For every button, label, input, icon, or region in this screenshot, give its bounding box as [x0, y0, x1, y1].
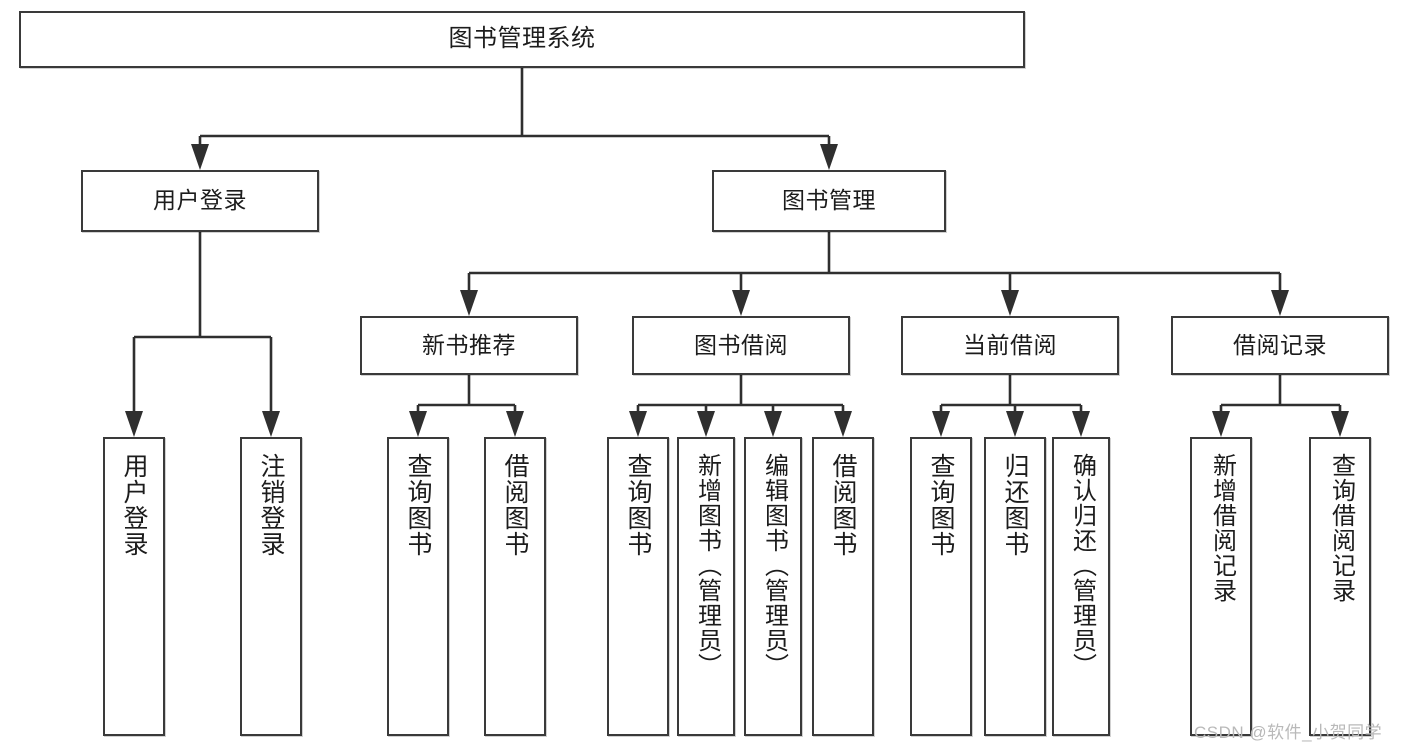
- csdn-watermark: CSDN @软件_小贺同学: [1194, 723, 1383, 742]
- node-label: 用户登录: [153, 187, 247, 214]
- arrow-head-icon: [1271, 290, 1289, 316]
- arrow-head-icon: [1006, 411, 1024, 437]
- node-leaf-user-login[interactable]: 用户登录: [103, 437, 165, 736]
- node-leaf-borrow-add[interactable]: 新增图书（管理员）: [677, 437, 735, 736]
- node-label: 借阅记录: [1233, 331, 1327, 358]
- node-current-borrow[interactable]: 当前借阅: [901, 316, 1119, 375]
- node-root[interactable]: 图书管理系统: [19, 11, 1025, 68]
- node-label: 新增图书（管理员）: [693, 453, 721, 678]
- arrow-head-icon: [125, 411, 143, 437]
- node-book-manage[interactable]: 图书管理: [712, 170, 946, 232]
- arrow-head-icon: [409, 411, 427, 437]
- node-label: 图书管理: [782, 187, 876, 214]
- arrow-head-icon: [262, 411, 280, 437]
- arrow-head-icon: [834, 411, 852, 437]
- node-label: 归还图书: [1001, 453, 1029, 557]
- node-leaf-rec-borrow[interactable]: 借阅图书: [484, 437, 546, 736]
- node-label: 用户登录: [120, 453, 148, 557]
- node-label: 查询图书: [927, 453, 955, 557]
- arrow-head-icon: [932, 411, 950, 437]
- arrow-head-icon: [1331, 411, 1349, 437]
- arrow-head-icon: [697, 411, 715, 437]
- node-leaf-user-logout[interactable]: 注销登录: [240, 437, 302, 736]
- node-user-login[interactable]: 用户登录: [81, 170, 319, 232]
- node-label: 借阅图书: [829, 453, 857, 557]
- node-label: 查询借阅记录: [1327, 453, 1355, 603]
- node-leaf-borrow-edit[interactable]: 编辑图书（管理员）: [744, 437, 802, 736]
- node-label: 图书借阅: [694, 331, 788, 358]
- node-label: 借阅图书: [501, 453, 529, 557]
- arrow-head-icon: [629, 411, 647, 437]
- arrow-head-icon: [732, 290, 750, 316]
- node-leaf-cur-query[interactable]: 查询图书: [910, 437, 972, 736]
- node-book-borrow[interactable]: 图书借阅: [632, 316, 850, 375]
- node-leaf-rec-add[interactable]: 新增借阅记录: [1190, 437, 1252, 736]
- arrow-head-icon: [506, 411, 524, 437]
- node-label: 编辑图书（管理员）: [760, 453, 788, 678]
- arrow-head-icon: [1212, 411, 1230, 437]
- node-leaf-borrow-query[interactable]: 查询图书: [607, 437, 669, 736]
- node-label: 图书管理系统: [448, 25, 596, 53]
- node-label: 新增借阅记录: [1208, 453, 1236, 603]
- node-leaf-borrow-lend[interactable]: 借阅图书: [812, 437, 874, 736]
- arrow-head-icon: [1001, 290, 1019, 316]
- arrow-head-icon: [1072, 411, 1090, 437]
- node-leaf-rec-query[interactable]: 查询图书: [387, 437, 449, 736]
- node-leaf-cur-confirm[interactable]: 确认归还（管理员）: [1052, 437, 1110, 736]
- node-label: 确认归还（管理员）: [1068, 453, 1096, 678]
- arrow-head-icon: [191, 144, 209, 170]
- node-leaf-rec-query2[interactable]: 查询借阅记录: [1309, 437, 1371, 736]
- node-label: 新书推荐: [422, 331, 516, 358]
- node-label: 当前借阅: [963, 331, 1057, 358]
- node-label: 注销登录: [257, 453, 285, 557]
- node-label: 查询图书: [624, 453, 652, 557]
- arrow-head-icon: [460, 290, 478, 316]
- arrow-head-icon: [820, 144, 838, 170]
- node-leaf-cur-return[interactable]: 归还图书: [984, 437, 1046, 736]
- node-label: 查询图书: [404, 453, 432, 557]
- arrow-head-icon: [764, 411, 782, 437]
- node-borrow-record[interactable]: 借阅记录: [1171, 316, 1389, 375]
- node-new-book-rec[interactable]: 新书推荐: [360, 316, 578, 375]
